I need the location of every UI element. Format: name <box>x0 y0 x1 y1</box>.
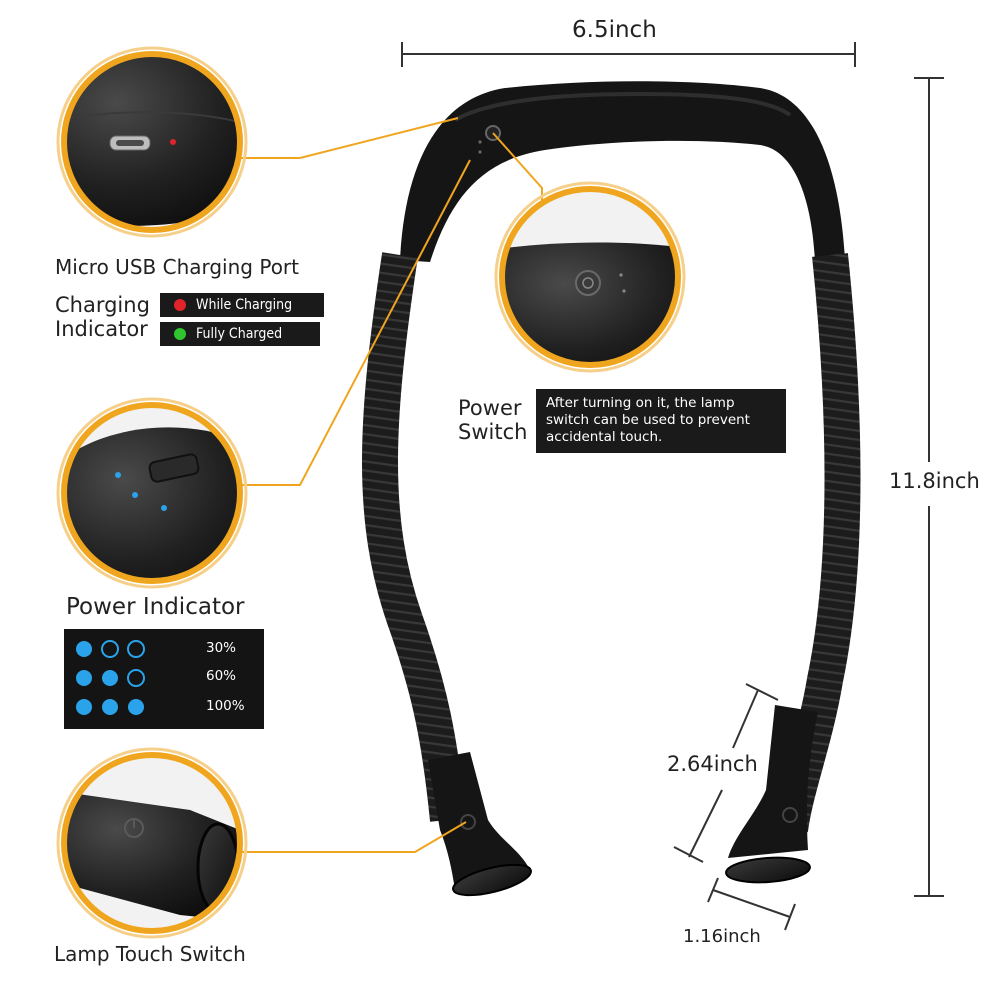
power-level-dot <box>76 641 92 657</box>
power-level-dot <box>76 699 92 715</box>
power-switch-zoom-circle <box>494 181 686 373</box>
power-indicator-zoom-circle <box>56 397 248 589</box>
power-level-dot <box>127 669 145 687</box>
lamp-touch-title: Lamp Touch Switch <box>54 942 246 966</box>
width-dimension-line <box>401 42 856 67</box>
head-diameter-label: 1.16inch <box>683 926 761 947</box>
power-level-60: 60% <box>206 668 237 684</box>
power-switch-note: After turning on it, the lamp switch can… <box>536 389 786 453</box>
power-indicator-title: Power Indicator <box>66 594 245 620</box>
power-switch-title: Power Switch <box>458 396 528 444</box>
charging-indicator-title: Charging Indicator <box>55 293 150 341</box>
power-level-30: 30% <box>206 640 237 656</box>
power-level-dots <box>76 640 145 715</box>
lamp-touch-icon <box>460 814 476 830</box>
power-level-panel: 30% 60% 100% <box>64 629 264 729</box>
neck-length-label: 2.64inch <box>667 752 758 776</box>
charging-state-full: Fully Charged <box>160 322 320 346</box>
neck-lamp <box>362 81 861 897</box>
usb-port-title: Micro USB Charging Port <box>55 255 299 279</box>
power-level-dot <box>101 640 119 658</box>
height-dimension-line <box>914 77 944 897</box>
power-level-dot <box>76 670 92 686</box>
usb-zoom-circle <box>56 46 248 238</box>
power-level-dot <box>102 670 118 686</box>
head-diameter-dimension-line <box>707 877 796 931</box>
neck-length-dimension-line <box>673 683 779 863</box>
lamp-touch-zoom-circle <box>56 747 248 939</box>
width-label: 6.5inch <box>572 17 657 43</box>
power-level-dot <box>128 699 144 715</box>
power-level-dot <box>102 699 118 715</box>
height-label: 11.8inch <box>889 469 980 493</box>
red-indicator-icon <box>174 299 186 311</box>
power-level-100: 100% <box>206 698 245 714</box>
green-indicator-icon <box>174 328 186 340</box>
power-level-dot <box>127 640 145 658</box>
charging-state-while: While Charging <box>160 293 324 317</box>
